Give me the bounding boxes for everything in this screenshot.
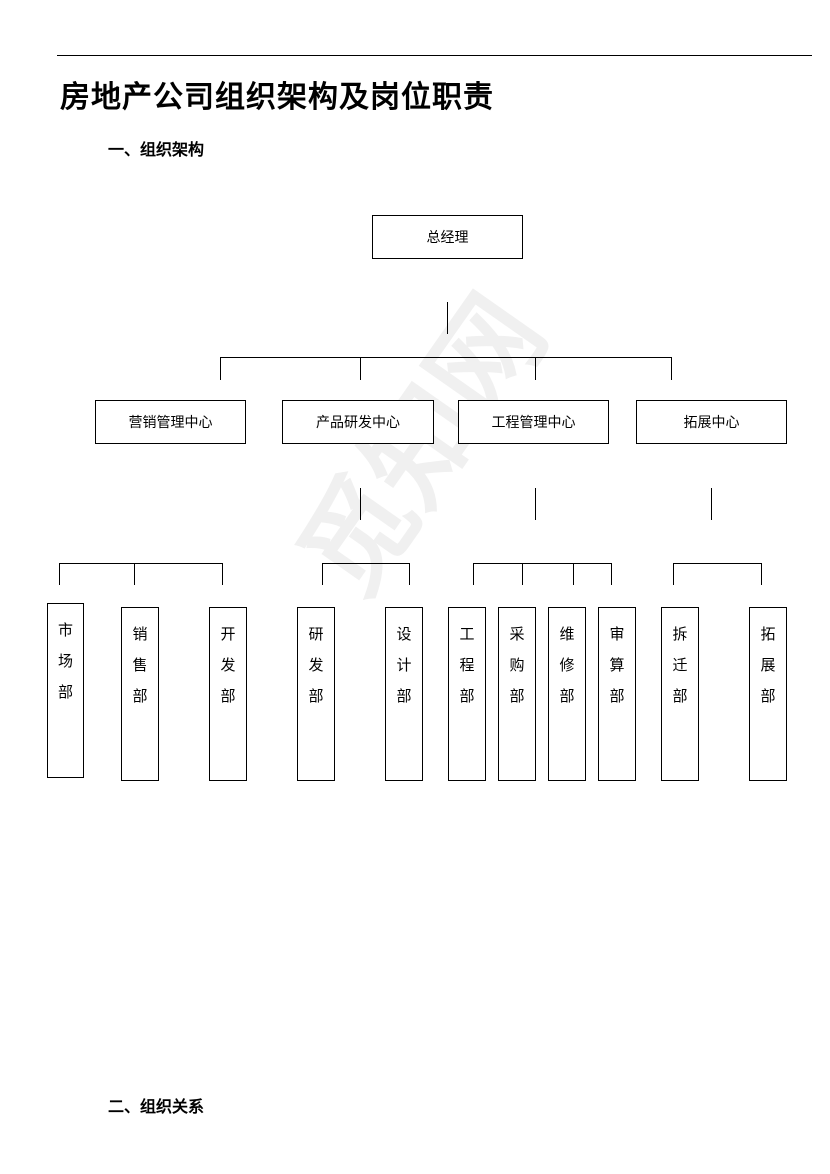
- connector-line: [573, 563, 575, 585]
- dept-label: 设计部: [394, 626, 413, 719]
- dept-label: 采购部: [507, 626, 526, 719]
- connector-line: [220, 357, 222, 380]
- dept-label: 拓展部: [758, 626, 777, 719]
- connector-line: [711, 488, 713, 520]
- dept-label: 维修部: [557, 626, 576, 719]
- connector-line: [409, 563, 411, 585]
- connector-line: [473, 563, 475, 585]
- org-node-dept: 工程部: [448, 607, 486, 781]
- section-heading-structure: 一、组织架构: [108, 140, 205, 159]
- connector-line: [671, 357, 673, 380]
- connector-line: [360, 488, 362, 520]
- connector-line: [360, 357, 362, 380]
- org-node-dept: 维修部: [548, 607, 586, 781]
- dept-label: 工程部: [457, 626, 476, 719]
- connector-line: [535, 357, 537, 380]
- dept-label: 研发部: [306, 626, 325, 719]
- connector-line: [59, 563, 223, 565]
- connector-line: [673, 563, 675, 585]
- org-node-dept: 开发部: [209, 607, 247, 781]
- org-node-marketing-center: 营销管理中心: [95, 400, 246, 444]
- org-node-dept: 市场部: [47, 603, 84, 778]
- header-rule: [57, 55, 812, 56]
- dept-label: 开发部: [218, 626, 237, 719]
- org-node-dept: 拓展部: [749, 607, 787, 781]
- connector-line: [59, 563, 61, 585]
- connector-line: [535, 488, 537, 520]
- org-node-dept: 采购部: [498, 607, 536, 781]
- connector-line: [220, 357, 672, 359]
- org-node-product-rd-center: 产品研发中心: [282, 400, 434, 444]
- org-node-dept: 拆迁部: [661, 607, 699, 781]
- connector-line: [673, 563, 762, 565]
- section-heading-relations: 二、组织关系: [108, 1097, 205, 1116]
- org-node-general-manager: 总经理: [372, 215, 523, 259]
- connector-line: [447, 302, 449, 334]
- connector-line: [522, 563, 524, 585]
- connector-line: [761, 563, 763, 585]
- connector-line: [473, 563, 612, 565]
- connector-line: [222, 563, 224, 585]
- connector-line: [322, 563, 410, 565]
- page-title: 房地产公司组织架构及岗位职责: [60, 80, 494, 115]
- org-node-dept: 销售部: [121, 607, 159, 781]
- org-node-dept: 研发部: [297, 607, 335, 781]
- org-node-dept: 设计部: [385, 607, 423, 781]
- dept-label: 销售部: [130, 626, 149, 719]
- org-node-dept: 审算部: [598, 607, 636, 781]
- org-node-expansion-center: 拓展中心: [636, 400, 787, 444]
- org-node-engineering-center: 工程管理中心: [458, 400, 609, 444]
- connector-line: [611, 563, 613, 585]
- dept-label: 审算部: [607, 626, 626, 719]
- connector-line: [134, 563, 136, 585]
- dept-label: 拆迁部: [670, 626, 689, 719]
- dept-label: 市场部: [56, 622, 74, 715]
- connector-line: [322, 563, 324, 585]
